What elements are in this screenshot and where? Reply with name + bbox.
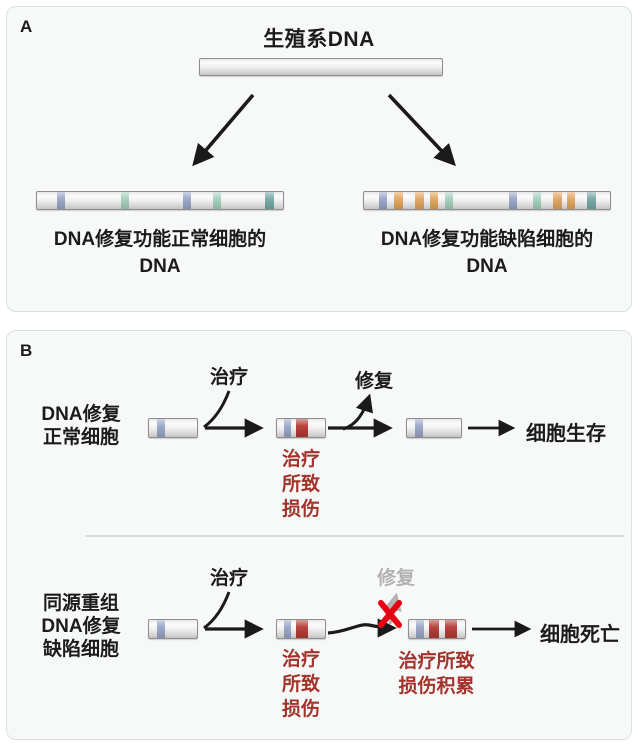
dna-band-blue [415,419,423,437]
normal-repair-dna-bar [36,191,284,210]
dna-band-orange [567,192,575,209]
dna-band-blue [284,419,291,437]
row-divider [85,535,625,537]
dna-band-orange [430,192,438,209]
panel-b: B DNA修复 [6,330,632,740]
treatment-curve-row1 [203,390,231,429]
dna-band-blue [157,620,165,638]
dna-bar-row1-repaired [406,418,462,438]
red-x-icon [378,600,402,628]
dna-band-red [296,620,308,638]
dna-band-green [213,192,221,209]
dna-band-blue [183,192,191,209]
panel-b-label: B [20,341,33,360]
dna-band-teal [587,192,596,209]
dna-band-blue [379,192,387,209]
germline-dna-title: 生殖系DNA [263,28,375,51]
dna-band-orange [394,192,403,209]
dna-band-red [429,620,439,638]
blocked-repair-path-arrow [327,618,397,638]
dna-band-orange [553,192,562,209]
dna-band-green [533,192,541,209]
dna-bar-row2-accumulated [408,619,466,639]
dna-band-blue [284,620,291,638]
damage-label-row2: 治疗 所致 损伤 [281,649,320,720]
disabled-repair-arrow [384,592,402,625]
deficient-dna-caption: DNA修复功能缺陷细胞的 DNA [380,229,594,277]
dna-band-red [296,419,308,437]
dna-band-blue [157,419,165,437]
dna-band-blue [57,192,65,209]
dna-band-blue [416,620,424,638]
cell-survival-label: 细胞生存 [526,423,606,445]
red-x-icon [378,600,402,628]
treatment-label-row2: 治疗 [209,568,248,589]
dna-band-orange [415,192,424,209]
row-label-hr-deficient-cells: 同源重组 DNA修复 缺陷细胞 [41,593,121,660]
row-label-normal-cells: DNA修复 正常细胞 [41,404,121,448]
dna-bar-row1-start [148,418,198,438]
repair-label-disabled: 修复 [376,568,415,589]
treatment-curve-row2 [203,591,231,630]
accumulated-damage-label: 治疗所致 损伤积累 [398,651,475,697]
repair-label-row1: 修复 [354,371,393,392]
dna-band-teal [265,192,274,209]
dna-band-blue [509,192,517,209]
diverge-arrow-right [387,93,456,167]
panel-a: A 生殖系DNA DNA修复功能正常细胞的 DNA DNA修复功能缺陷细胞的 D… [6,6,632,312]
cell-death-label: 细胞死亡 [540,624,620,646]
diverge-arrow-left [192,93,255,167]
dna-bar-row2-start [148,619,198,639]
germline-dna-bar [199,58,443,76]
treatment-label-row1: 治疗 [209,367,248,388]
normal-dna-caption: DNA修复功能正常细胞的 DNA [53,229,267,277]
repair-branch-arrow [342,393,373,431]
dna-band-green [121,192,129,209]
dna-band-red [445,620,457,638]
damage-label-row1: 治疗 所致 损伤 [281,449,320,520]
dna-bar-row1-damaged [276,418,326,438]
dna-band-green [445,192,453,209]
dna-bar-row2-damaged [276,619,326,639]
repair-deficient-dna-bar [363,191,611,210]
panel-a-label: A [20,17,33,36]
